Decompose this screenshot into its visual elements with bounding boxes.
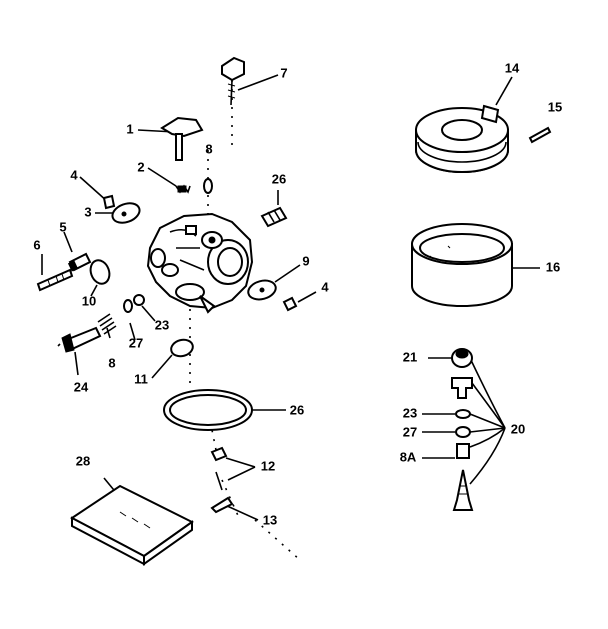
- callout-16: 16: [546, 259, 560, 274]
- needle-valve-right: [452, 469, 474, 511]
- o-ring-27: [123, 299, 133, 313]
- float-pin: [210, 446, 228, 491]
- plate-screw-left: [102, 194, 116, 210]
- air-filter-element: [411, 223, 513, 307]
- bowl-gasket-ring: [163, 389, 253, 431]
- callout-9: 9: [302, 253, 309, 268]
- callout-14: 14: [505, 60, 520, 75]
- carburetor-body: [146, 212, 254, 314]
- callout-15: 15: [548, 99, 562, 114]
- callout-4-right: 4: [321, 279, 329, 294]
- washer-23-right: [455, 409, 471, 419]
- mounting-screw: [36, 268, 74, 292]
- callout-26: 26: [272, 171, 286, 186]
- idle-speed-screw: [221, 56, 245, 106]
- callout-8A: 8A: [400, 449, 417, 464]
- air-cleaner-cover: [415, 104, 509, 173]
- callout-10: 10: [82, 293, 96, 308]
- callout-21: 21: [403, 349, 417, 364]
- o-ring-27-right: [455, 426, 471, 438]
- gasket-kit-package: [70, 484, 194, 566]
- idle-needle: [67, 252, 92, 272]
- throttle-plate: [111, 202, 141, 224]
- needle-spring: [97, 313, 117, 335]
- callout-1: 1: [126, 121, 133, 136]
- bowl-nut: [451, 348, 473, 368]
- gasket-washer-11: [170, 338, 194, 358]
- cover-screw: [528, 126, 552, 144]
- callout-23: 23: [155, 317, 169, 332]
- gasket-washer-10: [89, 259, 111, 285]
- callout-8-lower: 8: [108, 355, 115, 370]
- callout-6: 6: [33, 237, 40, 252]
- callout-11: 11: [134, 371, 148, 386]
- bowl-bolt: [451, 377, 473, 399]
- callout-8: 8: [205, 141, 212, 156]
- choke-plate: [247, 279, 277, 301]
- callout-4: 4: [70, 167, 78, 182]
- callout-7: 7: [280, 65, 287, 80]
- callout-20: 20: [511, 421, 525, 436]
- callout-27-right: 27: [403, 424, 417, 439]
- callout-13: 13: [263, 512, 277, 527]
- callout-5: 5: [59, 219, 66, 234]
- callout-23-right: 23: [403, 405, 417, 420]
- main-needle-valve: [57, 326, 102, 353]
- callout-3: 3: [84, 204, 91, 219]
- callout-12: 12: [261, 458, 275, 473]
- callout-26-gasket: 26: [290, 402, 304, 417]
- packing-8a: [456, 443, 470, 459]
- packing-upper: [203, 178, 213, 194]
- callout-24: 24: [74, 379, 89, 394]
- float-clip: [210, 496, 234, 514]
- callout-2: 2: [137, 159, 144, 174]
- fitting-26: [260, 206, 288, 228]
- throttle-lever: [160, 116, 204, 161]
- callout-27: 27: [129, 335, 143, 350]
- callout-labels: 7 1 8 2 26 4 3 5 6 9 4 10 27 23 8 11 24 …: [33, 60, 562, 527]
- callout-28: 28: [76, 453, 90, 468]
- throttle-spring: [175, 184, 191, 194]
- plate-screw-right: [282, 296, 298, 312]
- washer-23: [133, 294, 145, 306]
